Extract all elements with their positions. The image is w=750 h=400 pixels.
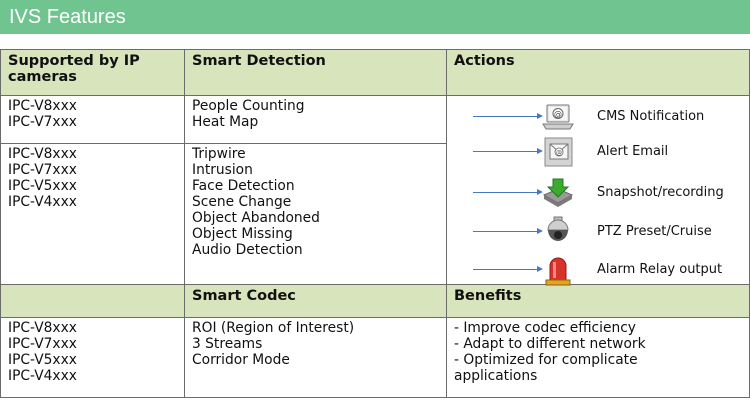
camera-model: IPC-V7xxx bbox=[8, 162, 77, 178]
camera-model: IPC-V5xxx bbox=[8, 178, 77, 194]
actions-cell: @ CMS Notification @ Alert Email bbox=[446, 95, 750, 286]
header-smart-detection: Smart Detection bbox=[184, 49, 447, 96]
feature-item: Tripwire bbox=[192, 146, 246, 162]
camera-model: IPC-V7xxx bbox=[8, 114, 77, 130]
camera-list: IPC-V8xxx IPC-V7xxx IPC-V5xxx IPC-V4xxx bbox=[0, 143, 185, 285]
laptop-email-icon: @ bbox=[542, 104, 574, 130]
feature-item: Scene Change bbox=[192, 194, 292, 210]
action-label: CMS Notification bbox=[597, 109, 705, 124]
camera-model: IPC-V7xxx bbox=[8, 336, 77, 352]
feature-item: People Counting bbox=[192, 98, 305, 114]
camera-model: IPC-V5xxx bbox=[8, 352, 77, 368]
page-title: IVS Features bbox=[0, 0, 750, 34]
download-arrow-icon bbox=[542, 178, 574, 207]
camera-model: IPC-V4xxx bbox=[8, 368, 77, 384]
header-row-codec: Smart Codec Benefits bbox=[0, 284, 750, 318]
arrow-icon bbox=[473, 148, 543, 154]
ptz-camera-icon bbox=[547, 216, 569, 241]
benefit-item: - Adapt to different network bbox=[454, 336, 646, 352]
feature-item: ROI (Region of Interest) bbox=[192, 320, 355, 336]
detection-feature-list: People Counting Heat Map bbox=[184, 95, 447, 144]
benefit-item: - Optimized for complicate bbox=[454, 352, 638, 368]
table-row: IPC-V8xxx IPC-V7xxx People Counting Heat… bbox=[0, 95, 750, 286]
detection-feature-list: Tripwire Intrusion Face Detection Scene … bbox=[184, 143, 447, 285]
feature-item: 3 Streams bbox=[192, 336, 263, 352]
table-row: IPC-V8xxx IPC-V7xxx IPC-V5xxx IPC-V4xxx … bbox=[0, 143, 750, 285]
camera-list: IPC-V8xxx IPC-V7xxx IPC-V5xxx IPC-V4xxx bbox=[0, 317, 185, 398]
benefit-item: applications bbox=[454, 368, 538, 384]
feature-item: Corridor Mode bbox=[192, 352, 290, 368]
action-label: Snapshot/recording bbox=[597, 185, 724, 200]
feature-item: Intrusion bbox=[192, 162, 253, 178]
header-actions: Actions bbox=[446, 49, 750, 96]
camera-list: IPC-V8xxx IPC-V7xxx bbox=[0, 95, 185, 144]
feature-item: Face Detection bbox=[192, 178, 295, 194]
ivs-features-table: Supported by IP cameras Smart Detection … bbox=[0, 49, 750, 398]
camera-model: IPC-V8xxx bbox=[8, 146, 77, 162]
header-empty bbox=[0, 284, 185, 318]
arrow-icon bbox=[473, 113, 543, 119]
action-item: @ CMS Notification bbox=[447, 101, 750, 133]
camera-model: IPC-V8xxx bbox=[8, 98, 77, 114]
codec-feature-list: ROI (Region of Interest) 3 Streams Corri… bbox=[184, 317, 447, 398]
envelope-icon: @ bbox=[544, 137, 573, 167]
action-label: Alarm Relay output bbox=[597, 262, 723, 277]
feature-item: Object Missing bbox=[192, 226, 293, 242]
alarm-light-icon bbox=[545, 257, 571, 286]
header-supported-cameras: Supported by IP cameras bbox=[0, 49, 185, 96]
feature-item: Object Abandoned bbox=[192, 210, 320, 226]
header-row-detection: Supported by IP cameras Smart Detection … bbox=[0, 49, 750, 96]
benefit-item: - Improve codec efficiency bbox=[454, 320, 636, 336]
action-label: Alert Email bbox=[597, 144, 669, 159]
arrow-icon bbox=[473, 228, 543, 234]
action-item: Snapshot/recording bbox=[447, 177, 750, 209]
action-item: @ Alert Email bbox=[447, 136, 750, 168]
svg-text:@: @ bbox=[556, 150, 562, 157]
action-item: Alarm Relay output bbox=[447, 254, 750, 286]
feature-item: Heat Map bbox=[192, 114, 259, 130]
header-smart-codec: Smart Codec bbox=[184, 284, 447, 318]
action-item: PTZ Preset/Cruise bbox=[447, 216, 750, 248]
arrow-icon bbox=[473, 266, 543, 272]
svg-text:@: @ bbox=[554, 110, 562, 119]
arrow-icon bbox=[473, 189, 543, 195]
camera-model: IPC-V4xxx bbox=[8, 194, 77, 210]
feature-item: Audio Detection bbox=[192, 242, 303, 258]
header-benefits: Benefits bbox=[446, 284, 750, 318]
camera-model: IPC-V8xxx bbox=[8, 320, 77, 336]
action-label: PTZ Preset/Cruise bbox=[597, 224, 712, 239]
table-row: IPC-V8xxx IPC-V7xxx IPC-V5xxx IPC-V4xxx … bbox=[0, 317, 750, 398]
benefits-list: - Improve codec efficiency - Adapt to di… bbox=[446, 317, 750, 398]
